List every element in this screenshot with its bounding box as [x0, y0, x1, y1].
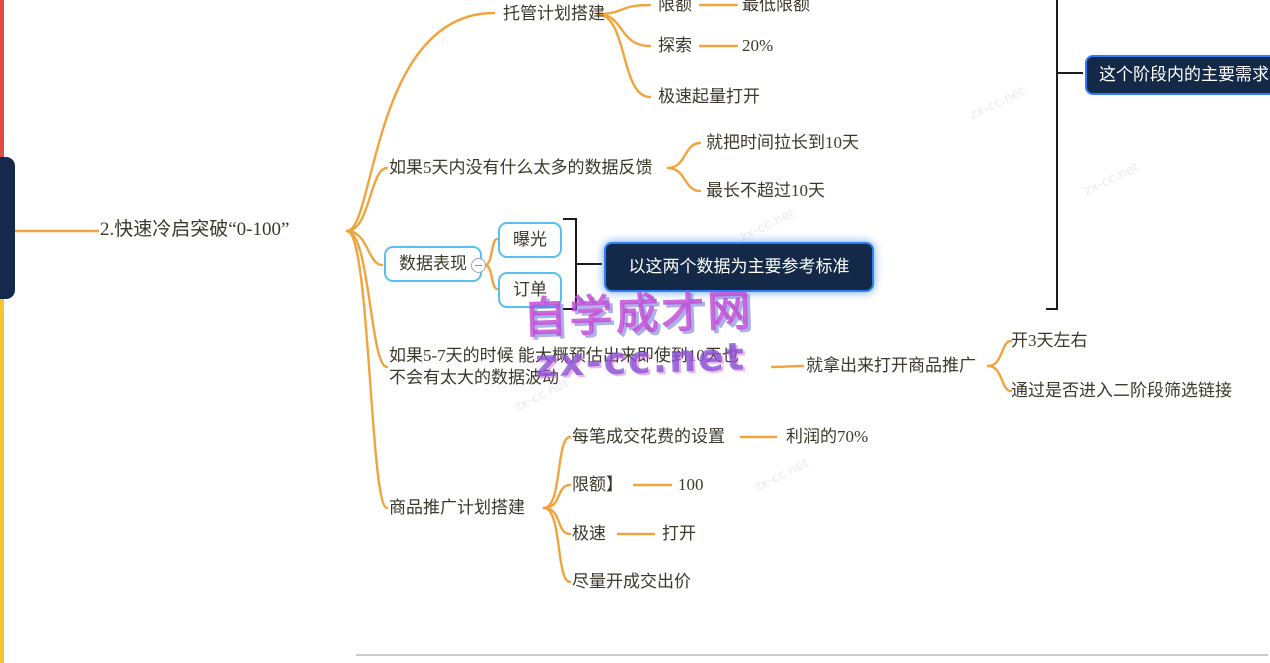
node-run-3days[interactable]: 开3天左右	[1011, 331, 1088, 350]
node-speed-value[interactable]: 打开	[662, 524, 696, 543]
node-max-10days[interactable]: 最长不超过10天	[706, 181, 825, 200]
main-topic[interactable]: 2.快速冷启突破“0-100”	[100, 219, 290, 240]
node-5-7-day-line2: 不会有太大的数据波动	[389, 368, 559, 387]
node-limit-cap[interactable]: 限额】	[572, 475, 623, 494]
node-stage2-filter[interactable]: 通过是否进入二阶段筛选链接	[1011, 381, 1232, 400]
node-explore-value[interactable]: 20%	[742, 36, 774, 55]
node-5day-feedback[interactable]: 如果5天内没有什么太多的数据反馈	[389, 158, 653, 177]
node-exposure[interactable]: 曝光	[498, 222, 562, 258]
node-limit-cap-value[interactable]: 100	[678, 475, 704, 494]
node-data-performance[interactable]: 数据表现	[384, 246, 482, 282]
red-branch-edge	[0, 0, 4, 232]
node-hosting-plan[interactable]: 托管计划搭建	[503, 4, 605, 23]
node-limit-value[interactable]: 最低限额	[742, 0, 810, 14]
collapse-button[interactable]	[471, 258, 486, 273]
node-open-promotion[interactable]: 就拿出来打开商品推广	[806, 356, 976, 375]
node-5-7-day-line1: 如果5-7天的时候 能大概预估出来即使到10天也	[389, 346, 739, 365]
scrollbar-track[interactable]	[356, 654, 1268, 656]
node-promotion-plan[interactable]: 商品推广计划搭建	[389, 498, 525, 517]
minus-icon	[475, 264, 482, 267]
node-5-7-day-estimate[interactable]: 如果5-7天的时候 能大概预估出来即使到10天也 不会有太大的数据波动	[389, 345, 739, 389]
node-cost-per-order-value[interactable]: 利润的70%	[786, 427, 869, 446]
node-explore[interactable]: 探索	[658, 36, 692, 55]
node-orders[interactable]: 订单	[498, 272, 562, 308]
node-extend-10days[interactable]: 就把时间拉长到10天	[706, 133, 859, 152]
node-cost-per-order[interactable]: 每笔成交花费的设置	[572, 427, 725, 446]
node-speed[interactable]: 极速	[572, 524, 606, 543]
yellow-branch-edge	[0, 230, 4, 663]
summary-reference-box[interactable]: 以这两个数据为主要参考标准	[604, 242, 874, 292]
stage-requirement-box[interactable]: 这个阶段内的主要需求	[1085, 55, 1270, 95]
node-fast-ramp[interactable]: 极速起量打开	[658, 87, 760, 106]
node-limit[interactable]: 限额	[658, 0, 692, 14]
collapsed-topic-tab[interactable]	[0, 157, 15, 299]
node-bid-by-conversion[interactable]: 尽量开成交出价	[572, 572, 691, 591]
